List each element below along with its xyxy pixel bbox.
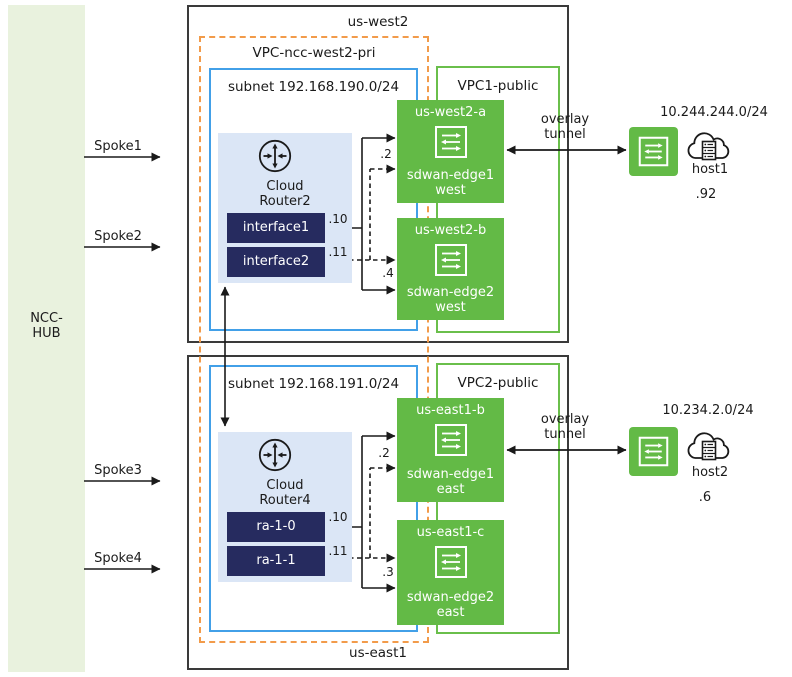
vpc-ncc-west2-pri-box: VPC-ncc-west2-pri [199,36,429,643]
node-sdwan-edge2-west: us-west2-b sdwan-edge2 west [397,218,504,320]
cloud-router4-name: Cloud Router4 [259,478,311,508]
zone-label: us-east1-b [416,403,485,418]
host2-cloud-icon [687,432,730,461]
sdwan-vm-icon [434,244,467,276]
ra-1-1-ip-label: .11 [328,544,348,558]
spoke3-label: Spoke3 [94,463,142,478]
region-us-east1-label: us-east1 [349,645,407,661]
subnet-east-label: subnet 192.168.191.0/24 [227,376,400,392]
ncc-hub-box: NCC- HUB [8,5,85,672]
edge2-east-ip-label: .3 [382,565,394,579]
sdwan-vm-icon [434,546,467,578]
ncc-hub-label: NCC- HUB [30,311,63,341]
vpc1-public-label: VPC1-public [457,78,539,94]
host1-cloud-icon [687,132,730,161]
interface1-ip-label: .10 [328,212,348,226]
edge1-west-ip-label: .2 [380,147,392,161]
edge-name: sdwan-edge2 west [406,285,495,315]
zone-label: us-west2-b [414,223,487,238]
node-sdwan-edge1-east: us-east1-b sdwan-edge1 east [397,398,504,502]
router-ra-1-0-chip: ra-1-0 [227,512,325,542]
ra-1-0-ip-label: .10 [328,510,348,524]
edge2-west-ip-label: .4 [382,266,394,280]
region-us-west2: us-west2 [187,5,569,343]
tunnel-west-label: overlay tunnel [540,112,590,143]
host2-gateway-box [629,427,678,476]
cloud-router-icon [258,139,292,173]
edge1-east-ip-label: .2 [378,446,390,460]
cloud-router4-panel: Cloud Router4 ra-1-0 ra-1-1 [218,432,352,582]
sdwan-vm-icon [434,424,467,456]
spoke2-label: Spoke2 [94,229,142,244]
cloud-router-icon [258,438,292,472]
cloud-router2-name: Cloud Router2 [259,179,311,209]
cloud-router2-panel: Cloud Router2 interface1 interface2 [218,133,352,283]
host1-ip-label: .92 [695,187,717,202]
region-us-east1: us-east1 [187,355,569,670]
host2-ip-label: .6 [698,490,712,505]
spoke1-label: Spoke1 [94,139,142,154]
host2-name-label: host2 [691,465,729,480]
subnet-west-label: subnet 192.168.190.0/24 [227,79,400,95]
host1-name-label: host1 [691,162,729,177]
host1-gateway-box [629,127,678,176]
sdwan-vm-icon [434,126,467,158]
edge-name: sdwan-edge1 west [406,168,495,198]
zone-label: us-west2-a [414,105,487,120]
node-sdwan-edge1-west: us-west2-a sdwan-edge1 west [397,100,504,203]
edge-name: sdwan-edge1 east [406,467,495,497]
vpc-ncc-west2-pri-label: VPC-ncc-west2-pri [252,45,376,61]
host2-subnet-label: 10.234.2.0/24 [662,403,754,418]
interface2-ip-label: .11 [328,245,348,259]
subnet-west-box: subnet 192.168.190.0/24 [209,68,418,331]
edge-name: sdwan-edge2 east [406,590,495,620]
node-sdwan-edge2-east: us-east1-c sdwan-edge2 east [397,520,504,625]
vpc2-public-label: VPC2-public [457,375,539,391]
zone-label: us-east1-c [416,525,485,540]
host1-subnet-label: 10.244.244.0/24 [660,105,768,120]
spoke4-label: Spoke4 [94,551,142,566]
sdwan-vm-icon [638,436,669,467]
region-us-west2-label: us-west2 [347,14,409,30]
router-interface1-chip: interface1 [227,213,325,243]
sdwan-vm-icon [638,136,669,167]
router-ra-1-1-chip: ra-1-1 [227,546,325,576]
tunnel-east-label: overlay tunnel [540,412,590,443]
router-interface2-chip: interface2 [227,247,325,277]
